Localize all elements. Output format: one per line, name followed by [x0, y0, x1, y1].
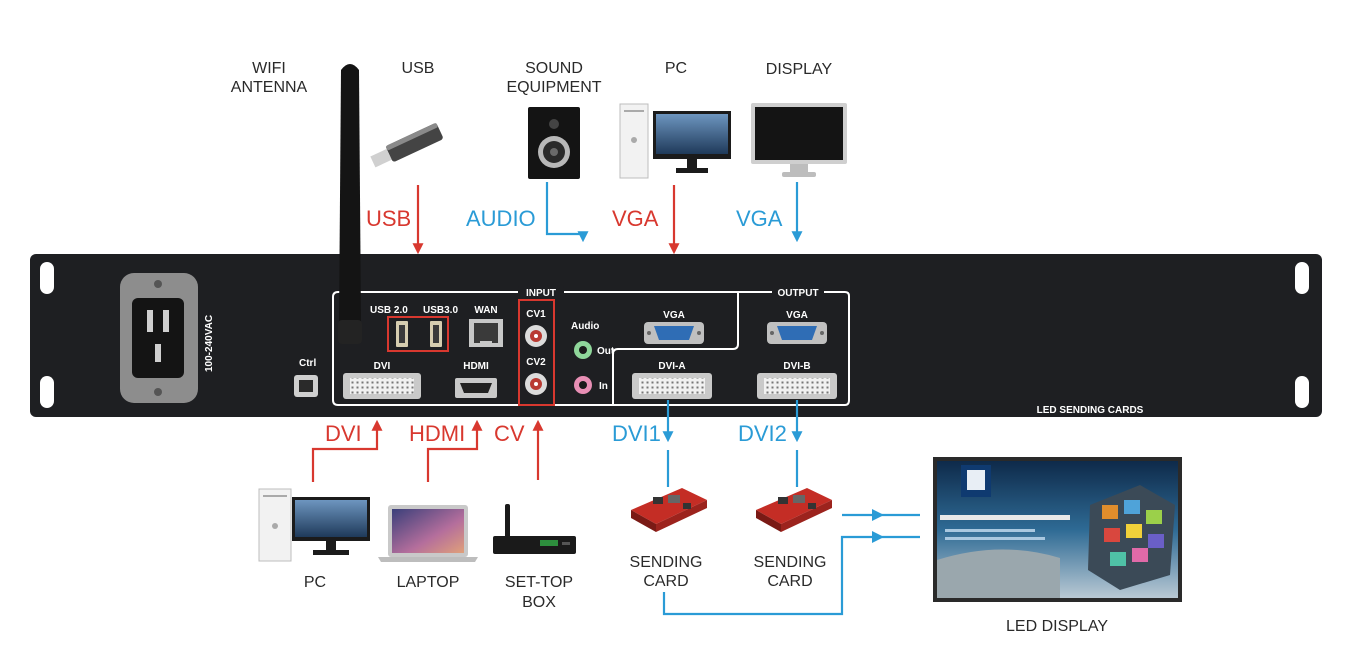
usb-stick-icon — [370, 123, 443, 168]
cv-highlight — [518, 299, 555, 406]
audio-in-label: In — [599, 381, 608, 392]
cv1-bnc-port — [525, 325, 547, 347]
vga-out-panel-label: VGA — [786, 310, 808, 321]
card1-arrow-head — [872, 531, 884, 543]
usb-device-label: USB — [402, 60, 435, 77]
cv2-bnc-port — [525, 373, 547, 395]
audio-signal-label: AUDIO — [466, 206, 536, 231]
rack-panel: 100-240VAC Ctrl INPUT OUTPUT USB 2.0 USB… — [30, 254, 1322, 417]
led-sending-cards-label: LED SENDING CARDS — [1037, 405, 1144, 416]
display-monitor-icon — [751, 103, 847, 177]
hdmi-connector-line — [426, 419, 483, 482]
audio-connector-line — [545, 182, 589, 243]
pc-bottom-icon — [258, 488, 370, 562]
speaker-icon — [528, 107, 580, 179]
usb-signal-label: USB — [366, 206, 411, 231]
sending-card-1-icon — [631, 488, 707, 532]
hdmi-panel-label: HDMI — [463, 361, 489, 372]
voltage-label: 100-240VAC — [204, 315, 215, 372]
pc-top-label: PC — [665, 60, 687, 77]
card1-to-display-line — [662, 535, 880, 616]
audio-out-label: Out — [597, 346, 615, 357]
settop-label-line2: BOX — [522, 594, 556, 611]
sending-card-1-label-line1: SENDING — [630, 554, 703, 571]
rack-ear-slot — [40, 376, 54, 408]
vga-in-signal-label: VGA — [612, 206, 659, 231]
dvi2-signal-label: DVI2 — [738, 421, 787, 446]
set-top-box-icon — [493, 504, 576, 554]
pc-top-icon — [619, 103, 731, 179]
vga-in-port — [644, 322, 704, 344]
dvi-panel-label: DVI — [374, 361, 391, 372]
wan-port — [469, 319, 503, 347]
usb2-label: USB 2.0 — [370, 305, 408, 316]
usb3-label: USB3.0 — [423, 305, 458, 316]
power-inlet — [120, 273, 198, 403]
hdmi-port — [455, 378, 497, 398]
dvi-b-panel-label: DVI-B — [783, 361, 810, 372]
io-divider — [612, 292, 739, 405]
led-display-label: LED DISPLAY — [1006, 618, 1108, 635]
hdmi-signal-label: HDMI — [409, 421, 465, 446]
pc-bottom-label: PC — [304, 574, 326, 591]
laptop-icon — [378, 505, 478, 562]
wifi-label-line1: WIFI — [252, 60, 286, 77]
led-display-screen — [933, 457, 1182, 602]
rack-ear-slot — [1295, 262, 1309, 294]
dvi-a-panel-label: DVI-A — [658, 361, 685, 372]
connection-lines — [311, 182, 920, 616]
usb-port-pair — [387, 316, 449, 352]
dvi-a-port — [632, 373, 712, 399]
dvi1-signal-label: DVI1 — [612, 421, 661, 446]
output-label: OUTPUT — [777, 288, 818, 299]
sound-label-line2: EQUIPMENT — [506, 79, 601, 96]
dvi-b-port — [757, 373, 837, 399]
io-frame — [332, 291, 850, 406]
input-label: INPUT — [526, 288, 556, 299]
sending-card-1-label-line2: CARD — [643, 573, 688, 590]
laptop-label: LAPTOP — [397, 574, 460, 591]
wifi-antenna-icon — [338, 64, 362, 344]
audio-in-jack — [574, 376, 592, 394]
rack-ear-slot — [40, 262, 54, 294]
ctrl-label: Ctrl — [299, 358, 316, 369]
rack-ear-slot — [1295, 376, 1309, 408]
dvi-in-port — [343, 373, 421, 399]
sound-label-line1: SOUND — [525, 60, 583, 77]
audio-panel-label: Audio — [571, 321, 599, 332]
sending-card-2-icon — [756, 488, 832, 532]
vga-out-port — [767, 322, 827, 344]
cv2-label: CV2 — [526, 357, 546, 368]
wifi-label-line2: ANTENNA — [231, 79, 308, 96]
ctrl-usb-b-port — [294, 375, 318, 397]
display-label: DISPLAY — [766, 61, 833, 78]
card2-arrow-head — [872, 509, 884, 521]
wan-label: WAN — [474, 305, 497, 316]
settop-label-line1: SET-TOP — [505, 574, 573, 591]
dvi-signal-label: DVI — [325, 421, 362, 446]
vga-in-panel-label: VGA — [663, 310, 685, 321]
audio-out-jack — [574, 341, 592, 359]
dvi-connector-line — [311, 419, 383, 482]
sending-card-2-label-line2: CARD — [767, 573, 812, 590]
cv-signal-label: CV — [494, 421, 525, 446]
vga-out-signal-label: VGA — [736, 206, 783, 231]
cv1-label: CV1 — [526, 309, 546, 320]
sending-card-2-label-line1: SENDING — [754, 554, 827, 571]
